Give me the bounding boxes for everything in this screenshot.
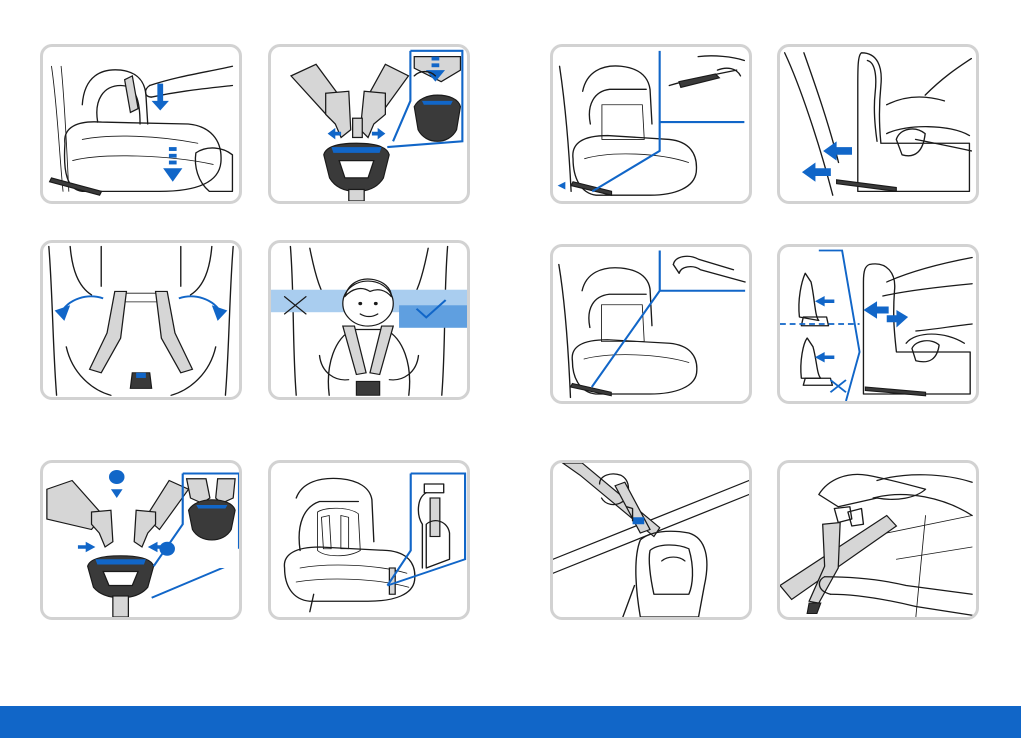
step-panel-push-seat-against-backrest bbox=[777, 44, 979, 204]
car-seat-press-down-icon bbox=[43, 47, 239, 201]
step-panel-insert-buckle-tongues bbox=[40, 460, 242, 620]
seat-adjuster-strap-icon bbox=[271, 463, 467, 617]
step-panel-open-harness-shoulder-straps bbox=[40, 240, 242, 400]
isofix-guide-hook-icon bbox=[553, 247, 749, 401]
belt-guide-headrest-icon bbox=[553, 463, 749, 617]
step-panel-check-backrest-contact bbox=[777, 244, 979, 404]
footer-bar bbox=[0, 706, 1021, 738]
isofix-connectors-icon bbox=[553, 47, 749, 201]
step-panel-check-shoulder-strap-height bbox=[268, 240, 470, 400]
step-badge-1 bbox=[109, 470, 125, 484]
step-panel-press-seat-down bbox=[40, 44, 242, 204]
step-panel-separate-buckle-tongues bbox=[268, 44, 470, 204]
step-panel-route-diagonal-belt bbox=[550, 460, 752, 620]
buckle-insert-icon bbox=[43, 463, 239, 617]
step-panel-pull-adjuster-strap bbox=[268, 460, 470, 620]
step-panel-buckle-vehicle-belt bbox=[777, 460, 979, 620]
child-in-seat-height-check-icon bbox=[271, 243, 467, 397]
push-seat-back-icon bbox=[780, 47, 976, 201]
step-panel-engage-isofix-connectors bbox=[550, 44, 752, 204]
harness-straps-open-icon bbox=[43, 243, 239, 397]
buckle-tongues-apart-icon bbox=[271, 47, 467, 201]
vehicle-belt-buckle-icon bbox=[780, 463, 976, 617]
backrest-contact-check-icon bbox=[780, 247, 976, 401]
step-panel-attach-isofix-guide bbox=[550, 244, 752, 404]
